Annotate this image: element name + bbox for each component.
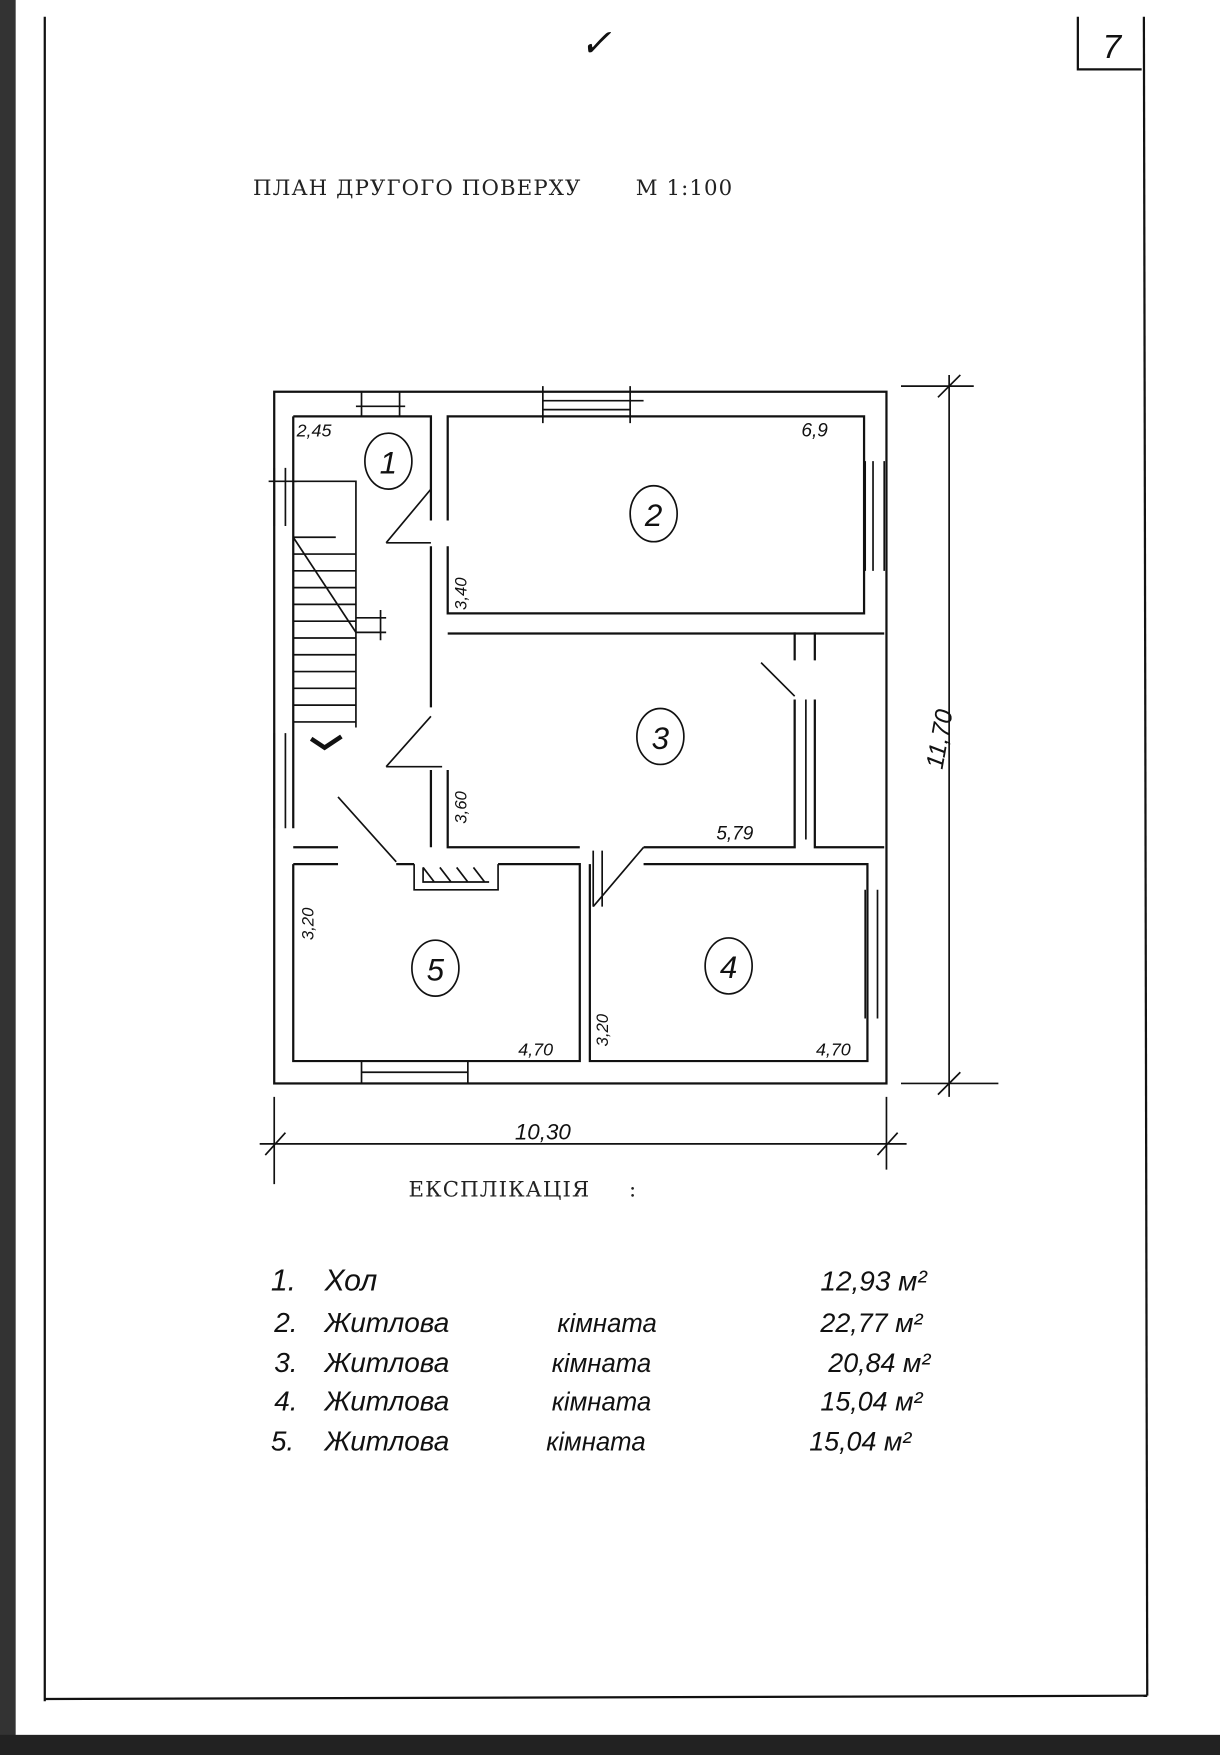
svg-text:1.: 1. — [271, 1265, 296, 1298]
room-2-marker: 2 — [629, 484, 678, 543]
dim-room4-depth: 3,20 — [593, 1013, 612, 1046]
explication-heading: ЕКСПЛІКАЦІЯ — [409, 1177, 591, 1202]
svg-text:Житлова: Житлова — [323, 1385, 450, 1416]
dim-room4-width: 4,70 — [816, 1039, 851, 1059]
dim-total-width: 10,30 — [515, 1119, 572, 1144]
svg-text:кімната: кімната — [552, 1350, 651, 1378]
svg-text:4.: 4. — [274, 1385, 297, 1416]
svg-text:15,04 м²: 15,04 м² — [820, 1386, 923, 1416]
dim-room2-depth: 3,40 — [452, 577, 471, 610]
svg-text:Хол: Хол — [324, 1265, 378, 1298]
dim-room5-depth: 3,20 — [298, 907, 317, 940]
plan-title: ПЛАН ДРУГОГО ПОВЕРХУ — [253, 176, 582, 201]
explication-list: 1. Хол 12,93 м² 2. Житлова кімната 22,77 м² 3… — [271, 1265, 931, 1457]
room-1-marker: 1 — [364, 432, 413, 490]
svg-text:2: 2 — [644, 498, 662, 533]
page-number-box — [1076, 16, 1142, 71]
svg-text:15,04 м²: 15,04 м² — [809, 1427, 912, 1457]
list-item: 1. Хол 12,93 м² — [271, 1265, 928, 1298]
svg-text:Житлова: Житлова — [323, 1426, 450, 1457]
svg-text:Житлова: Житлова — [323, 1307, 450, 1338]
scan-edge-bottom — [0, 1734, 1220, 1755]
staircase — [292, 480, 387, 751]
list-item: 4. Житлова кімната 15,04 м² — [274, 1385, 923, 1416]
svg-text:2.: 2. — [273, 1307, 297, 1338]
frame-right — [1142, 16, 1149, 1696]
svg-text:1: 1 — [380, 445, 397, 480]
svg-text:кімната: кімната — [546, 1429, 645, 1457]
room-5-marker: 5 — [411, 939, 460, 997]
dim-room3-length: 5,79 — [716, 823, 753, 844]
scan-edge — [0, 0, 16, 1755]
svg-text:кімната: кімната — [557, 1310, 656, 1338]
dim-total-length: 11,70 — [922, 707, 959, 771]
svg-text:5: 5 — [427, 952, 445, 987]
dim-hall-width: 2,45 — [296, 421, 332, 441]
room-3-marker: 3 — [636, 707, 685, 766]
list-item: 3. Житлова кімната 20,84 м² — [274, 1347, 931, 1378]
svg-text:3: 3 — [652, 721, 670, 756]
svg-text:20,84 м²: 20,84 м² — [827, 1348, 931, 1378]
svg-text:22,77 м²: 22,77 м² — [819, 1308, 923, 1338]
svg-text:5.: 5. — [271, 1426, 294, 1457]
list-item: 5. Житлова кімната 15,04 м² — [271, 1426, 912, 1457]
dim-room5-width: 4,70 — [518, 1039, 553, 1059]
frame-bottom — [44, 1694, 1148, 1701]
svg-text:12,93 м²: 12,93 м² — [820, 1266, 928, 1297]
plan-scale: М 1:100 — [636, 176, 734, 201]
svg-text:4: 4 — [720, 950, 737, 985]
explication-colon: : — [629, 1177, 637, 1202]
svg-text:кімната: кімната — [552, 1388, 651, 1416]
page-number: 7 — [1102, 29, 1122, 66]
check-mark: ✓ — [580, 23, 612, 65]
svg-text:Житлова: Житлова — [323, 1347, 450, 1378]
dim-room2-length: 6,9 — [801, 421, 828, 442]
list-item: 2. Житлова кімната 22,77 м² — [273, 1307, 923, 1338]
svg-text:3.: 3. — [274, 1347, 297, 1378]
room-4-marker: 4 — [704, 937, 753, 995]
floor-plan — [259, 374, 999, 1185]
dim-room3-depth: 3,60 — [452, 790, 471, 823]
